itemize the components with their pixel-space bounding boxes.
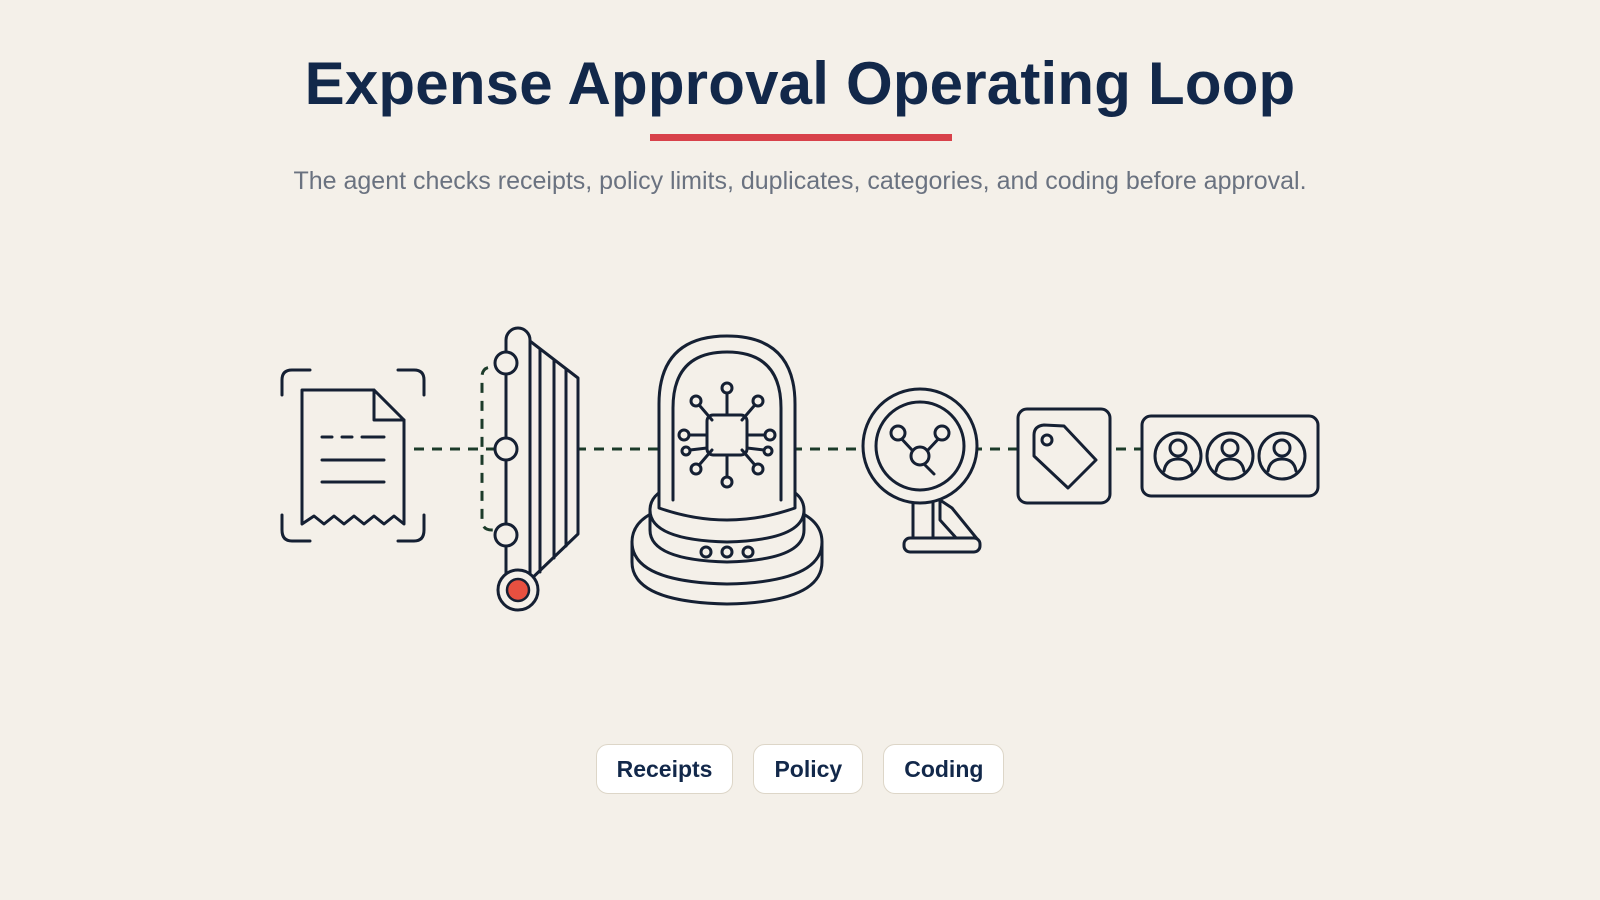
page-subtitle: The agent checks receipts, policy limits… bbox=[293, 167, 1307, 195]
title-underline bbox=[650, 134, 952, 141]
category-tag-icon bbox=[1016, 407, 1112, 505]
policy-gate-icon bbox=[480, 326, 580, 612]
agent-chip-dome-icon bbox=[630, 334, 824, 606]
tag-list: Receipts Policy Coding bbox=[0, 744, 1600, 794]
page-title: Expense Approval Operating Loop bbox=[304, 50, 1296, 117]
approver-group-icon bbox=[1140, 414, 1320, 498]
process-diagram bbox=[280, 326, 1320, 612]
receipt-scan-icon bbox=[280, 368, 426, 543]
tag-receipts[interactable]: Receipts bbox=[595, 744, 734, 794]
duplicate-magnifier-icon bbox=[861, 387, 982, 554]
tag-coding[interactable]: Coding bbox=[883, 744, 1005, 794]
tag-policy[interactable]: Policy bbox=[753, 744, 864, 794]
